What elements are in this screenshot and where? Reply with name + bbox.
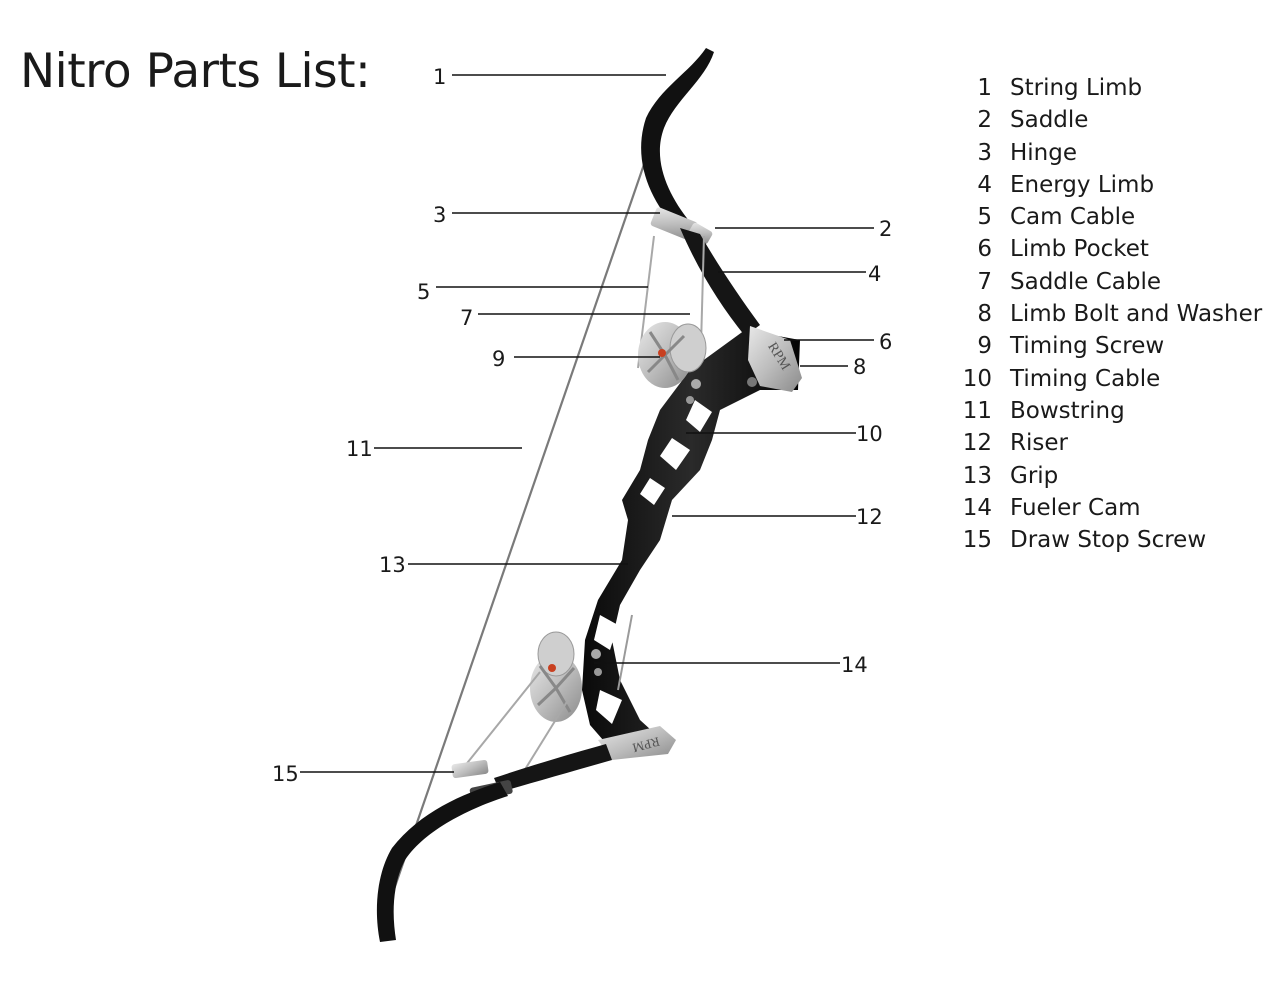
part-name: Grip: [1010, 462, 1059, 489]
callout-2: 2: [879, 217, 892, 241]
callout-9: 9: [492, 347, 505, 371]
part-name: Timing Cable: [1010, 365, 1161, 392]
page-title: Nitro Parts List:: [20, 44, 371, 99]
upper-energy-limb: [680, 228, 760, 336]
part-name: Saddle: [1010, 107, 1089, 134]
callout-1: 1: [433, 65, 446, 89]
upper-limb-pocket: [748, 326, 802, 392]
list-item: 13 Grip: [960, 460, 1262, 492]
list-item: 5 Cam Cable: [960, 201, 1262, 233]
part-name: Riser: [1010, 430, 1068, 457]
part-name: Draw Stop Screw: [1010, 527, 1207, 554]
callout-5: 5: [417, 280, 430, 304]
riser-screw: [594, 668, 602, 676]
callout-6: 6: [879, 330, 892, 354]
part-number: 14: [962, 494, 992, 521]
riser-cutout: [594, 615, 618, 650]
part-number: 9: [977, 333, 992, 360]
lower-cam-cable: [459, 671, 541, 773]
callout-12: 12: [856, 505, 883, 529]
callout-14: 14: [841, 653, 868, 677]
callout-7: 7: [460, 306, 473, 330]
part-name: Fueler Cam: [1010, 494, 1141, 521]
part-number: 11: [962, 397, 992, 424]
part-name: Timing Screw: [1010, 333, 1165, 360]
lower-cam: [530, 631, 582, 722]
part-number: 10: [962, 365, 992, 392]
part-number: 13: [962, 462, 992, 489]
lower-energy-limb: [494, 744, 612, 792]
part-number: 15: [962, 527, 992, 554]
callout-8: 8: [853, 355, 866, 379]
lower-string-limb: [376, 782, 508, 942]
limb-bolt: [747, 377, 757, 387]
riser-cutout: [660, 438, 690, 470]
callout-3: 3: [433, 203, 446, 227]
list-item: 7 Saddle Cable: [960, 266, 1262, 298]
part-name: Saddle Cable: [1010, 268, 1162, 295]
part-number: 3: [977, 139, 992, 166]
callout-4: 4: [868, 262, 881, 286]
list-item: 9 Timing Screw: [960, 330, 1262, 362]
riser-cutout: [686, 400, 712, 432]
parts-list: 1 String Limb 2 Saddle 3 Hinge 4 Energy Limb…: [960, 72, 1262, 556]
part-name: String Limb: [1010, 75, 1143, 101]
lower-timing-cable: [617, 614, 633, 691]
part-number: 1: [977, 75, 992, 101]
riser-screw: [691, 379, 701, 389]
upper-cam: [638, 322, 707, 388]
part-name: Hinge: [1010, 139, 1078, 166]
callout-15: 15: [272, 762, 299, 786]
list-item: 12 Riser: [960, 427, 1262, 459]
part-number: 2: [977, 107, 992, 134]
list-item: 3 Hinge: [960, 137, 1262, 169]
part-name: Energy Limb: [1010, 171, 1155, 198]
lower-pocket-brand: RPM: [631, 734, 662, 756]
riser-cutout: [640, 478, 665, 505]
part-name: Limb Bolt and Washer: [1010, 301, 1263, 328]
part-number: 4: [977, 171, 992, 198]
list-item: 11 Bowstring: [960, 395, 1262, 427]
upper-string-limb: [641, 48, 714, 228]
part-number: 12: [962, 430, 992, 457]
callout-13: 13: [379, 553, 406, 577]
list-item: 8 Limb Bolt and Washer: [960, 298, 1262, 330]
lower-hinge: [451, 759, 489, 779]
riser-screw: [686, 396, 694, 404]
list-item: 1 String Limb: [960, 72, 1262, 104]
list-item: 10 Timing Cable: [960, 363, 1262, 395]
part-number: 7: [977, 268, 992, 295]
part-name: Cam Cable: [1010, 204, 1136, 231]
list-item: 15 Draw Stop Screw: [960, 524, 1262, 556]
part-number: 8: [977, 301, 992, 328]
part-name: Limb Pocket: [1010, 236, 1149, 263]
list-item: 2 Saddle: [960, 104, 1262, 136]
list-item: 6 Limb Pocket: [960, 233, 1262, 265]
part-name: Bowstring: [1010, 397, 1125, 424]
list-item: 14 Fueler Cam: [960, 492, 1262, 524]
riser: [582, 330, 800, 748]
riser-screw: [591, 649, 601, 659]
part-number: 5: [977, 204, 992, 231]
part-number: 6: [977, 236, 992, 263]
callout-11: 11: [346, 437, 373, 461]
list-item: 4 Energy Limb: [960, 169, 1262, 201]
riser-cutout: [596, 690, 622, 724]
saddle: [688, 222, 713, 244]
callout-10: 10: [856, 422, 883, 446]
lower-limb-pocket: [598, 726, 676, 760]
bowstring: [378, 117, 662, 931]
